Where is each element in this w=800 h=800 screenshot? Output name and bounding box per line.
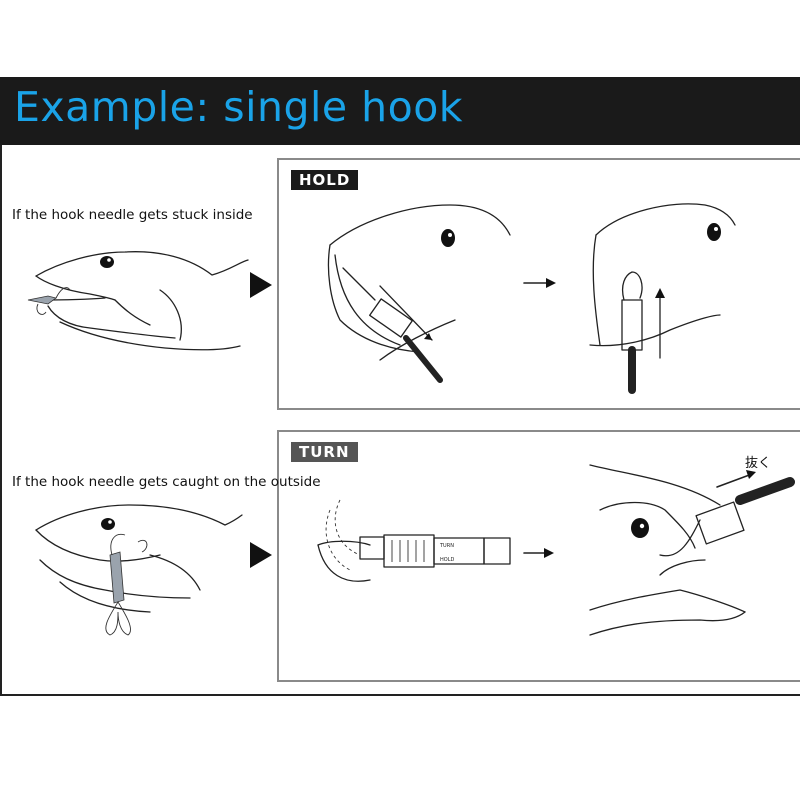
pull-out-annotation: 抜く — [745, 456, 772, 471]
caption-stuck-inside: If the hook needle gets stuck inside — [12, 207, 253, 223]
tool-hold-marking: HOLD — [440, 557, 454, 563]
turn-panel: TURN — [277, 430, 800, 682]
hold-label: HOLD — [291, 170, 359, 190]
pointer-arrow-1 — [250, 272, 272, 298]
bottom-rule — [0, 694, 800, 696]
caption-caught-outside: If the hook needle gets caught on the ou… — [12, 474, 321, 490]
page-title: Example: single hook — [14, 83, 464, 131]
left-rule — [0, 145, 2, 695]
turn-label: TURN — [291, 442, 358, 462]
tool-turn-marking: TURN — [439, 543, 454, 549]
header-bar: Example: single hook — [0, 77, 800, 145]
hold-panel: HOLD — [277, 158, 800, 410]
pointer-arrow-2 — [250, 542, 272, 568]
